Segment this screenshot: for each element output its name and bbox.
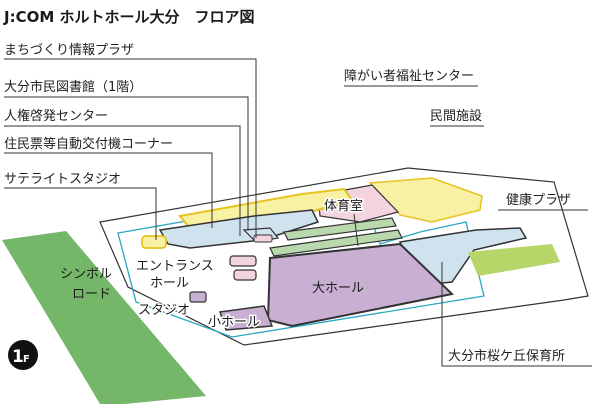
map-title: J:COM ホルトホール大分 フロア図 xyxy=(3,8,255,26)
large-hall-area[interactable] xyxy=(266,242,455,328)
building-outline xyxy=(99,167,589,346)
label-entrance-line2: ホール xyxy=(150,276,189,291)
small-hall-area[interactable] xyxy=(219,305,274,331)
label-human-rights: 人権啓発センター xyxy=(4,108,108,124)
label-entrance-line1: エントランス xyxy=(136,259,214,274)
leader-satellite xyxy=(4,187,157,240)
leader-nursery xyxy=(441,262,592,367)
leader-gym xyxy=(353,213,359,247)
studio-area[interactable] xyxy=(189,291,207,303)
label-small-hall: 小ホール xyxy=(208,315,260,330)
floor-suffix: F xyxy=(23,354,30,365)
label-nursery: 大分市桜ケ丘保育所 xyxy=(448,348,565,364)
label-health: 健康プラザ xyxy=(506,192,571,208)
leader-library xyxy=(4,96,249,230)
label-machizukuri: まちづくり情報プラザ xyxy=(4,43,134,58)
leader-resident-corner xyxy=(4,152,213,228)
label-symbol-road-line1: シンボル xyxy=(60,267,112,282)
label-resident-corner: 住民票等自動交付機コーナー xyxy=(4,136,173,152)
label-private: 民間施設 xyxy=(430,108,482,124)
label-gym: 体育室 xyxy=(324,198,363,214)
leader-machizukuri xyxy=(4,58,257,238)
floor-number: 1 xyxy=(12,347,24,367)
entrance-pink-box-2[interactable] xyxy=(233,269,257,281)
satellite-studio-area[interactable] xyxy=(141,235,167,249)
label-large-hall: 大ホール xyxy=(312,281,364,296)
private-facility-area[interactable] xyxy=(368,177,483,223)
floor-badge: 1 F xyxy=(8,340,38,370)
symbol-road-area xyxy=(2,231,206,404)
label-library: 大分市民図書館（1階） xyxy=(4,79,142,95)
lime-green-area xyxy=(468,244,560,276)
leader-human-rights xyxy=(4,125,241,236)
entrance-pink-box-1[interactable] xyxy=(229,255,257,267)
resident-corner-area[interactable] xyxy=(253,234,273,243)
label-studio: スタジオ xyxy=(138,303,190,318)
disability-center-bar-1[interactable] xyxy=(283,217,397,241)
disability-center-bar-2[interactable] xyxy=(269,229,403,257)
label-satellite: サテライトスタジオ xyxy=(4,172,121,187)
label-symbol-road-line2: ロード xyxy=(72,287,111,302)
label-disability: 障がい者福祉センター xyxy=(344,69,474,84)
